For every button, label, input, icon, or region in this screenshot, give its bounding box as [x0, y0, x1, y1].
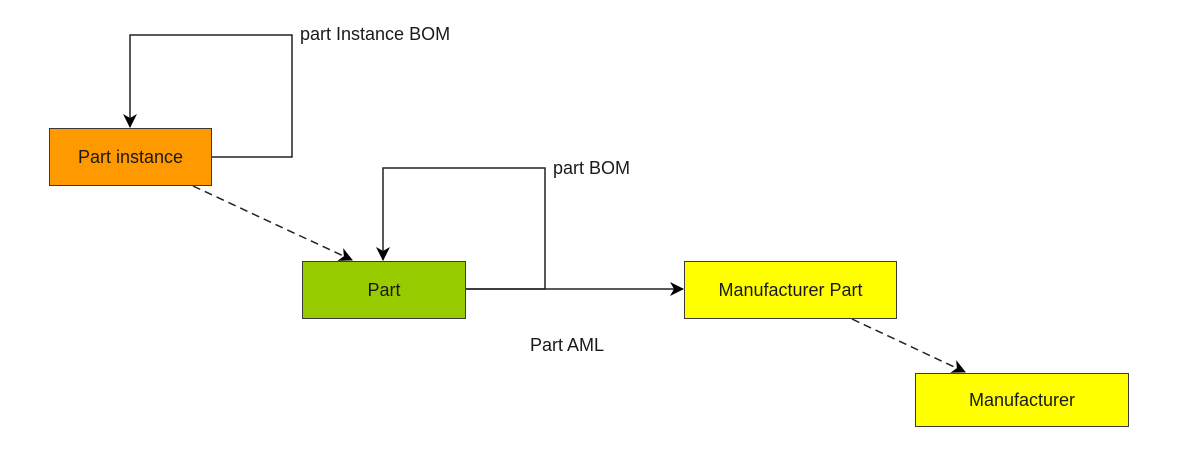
- node-part[interactable]: Part: [302, 261, 466, 319]
- edge-instance-to-part: [192, 185, 353, 261]
- node-manufacturer-part-label: Manufacturer Part: [718, 279, 863, 300]
- edge-label-part-instance-bom: part Instance BOM: [300, 24, 451, 44]
- node-manufacturer-part[interactable]: Manufacturer Part: [684, 261, 897, 319]
- node-part-instance[interactable]: Part instance: [49, 128, 212, 186]
- edge-mfrpart-to-mfr: [851, 318, 966, 373]
- node-part-instance-label: Part instance: [77, 146, 184, 167]
- edge-label-part-aml: Part AML: [530, 335, 605, 355]
- node-manufacturer-label: Manufacturer: [968, 389, 1076, 410]
- edge-part-instance-bom: [123, 34, 293, 158]
- node-manufacturer[interactable]: Manufacturer: [915, 373, 1129, 427]
- node-part-label: Part: [367, 279, 401, 300]
- edge-label-part-bom: part BOM: [553, 158, 631, 178]
